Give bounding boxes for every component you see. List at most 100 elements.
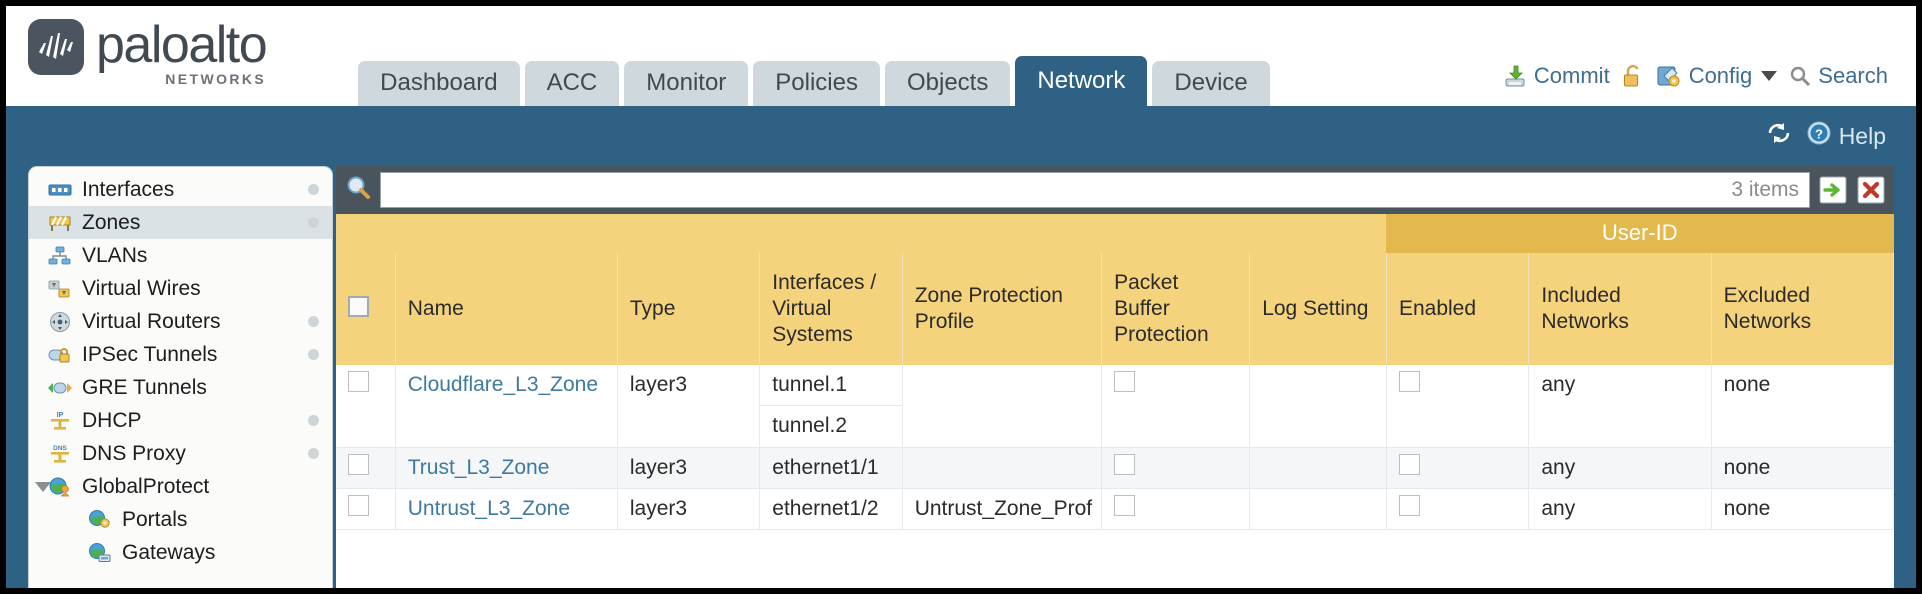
cell-excluded-networks: none bbox=[1711, 447, 1894, 489]
sidebar-item-virtual-routers[interactable]: Virtual Routers bbox=[29, 305, 332, 338]
refresh-icon bbox=[1766, 121, 1792, 151]
packet-buffer-protection-checkbox[interactable] bbox=[1114, 370, 1136, 392]
help-icon: ? bbox=[1806, 120, 1832, 152]
col-header-zone-protection-profile[interactable]: Zone Protection Profile bbox=[902, 252, 1103, 365]
row-checkbox[interactable] bbox=[348, 453, 369, 475]
search-input[interactable] bbox=[391, 178, 1722, 202]
cell-type: layer3 bbox=[617, 364, 761, 448]
config-button[interactable]: Config bbox=[1656, 63, 1778, 89]
search-icon bbox=[1789, 65, 1811, 87]
interfaces-icon bbox=[47, 179, 73, 201]
refresh-button[interactable] bbox=[1766, 121, 1792, 151]
cell-interfaces: tunnel.1 tunnel.2 bbox=[759, 364, 903, 448]
packet-buffer-protection-checkbox[interactable] bbox=[1114, 453, 1136, 475]
sidebar-label: Interfaces bbox=[82, 177, 175, 201]
help-button[interactable]: ? Help bbox=[1806, 120, 1886, 152]
zones-table-wrap: User-ID Name Type Interfaces / Virtual S… bbox=[336, 214, 1894, 588]
cell-log-setting bbox=[1249, 488, 1387, 531]
cell-userid-enabled bbox=[1386, 447, 1530, 489]
status-dot bbox=[308, 349, 319, 360]
status-dot bbox=[308, 184, 319, 195]
dns-proxy-icon: DNS bbox=[47, 443, 73, 465]
sidebar-item-gre-tunnels[interactable]: GRE Tunnels bbox=[29, 371, 332, 404]
sidebar-item-globalprotect[interactable]: GlobalProtect bbox=[29, 470, 332, 503]
row-checkbox[interactable] bbox=[348, 494, 369, 516]
cell-zone-protection-profile bbox=[902, 364, 1103, 448]
chevron-down-icon[interactable] bbox=[1761, 71, 1778, 81]
tab-objects[interactable]: Objects bbox=[884, 60, 1011, 106]
sidebar-label: DNS Proxy bbox=[82, 441, 186, 465]
interface-item: tunnel.1 bbox=[760, 364, 902, 407]
clear-filter-button[interactable] bbox=[1856, 175, 1886, 205]
search-button[interactable]: Search bbox=[1789, 63, 1888, 89]
tab-monitor[interactable]: Monitor bbox=[624, 60, 749, 106]
status-dot bbox=[308, 448, 319, 459]
commit-button[interactable]: Commit bbox=[1503, 63, 1610, 89]
sidebar-item-dns-proxy[interactable]: DNS DNS Proxy bbox=[29, 437, 332, 470]
network-sidebar: Interfaces Zones bbox=[28, 166, 333, 588]
item-count-label: 3 items bbox=[1731, 178, 1799, 201]
select-all-checkbox[interactable] bbox=[348, 296, 369, 318]
brand-logo[interactable]: paloalto NETWORKS bbox=[6, 6, 268, 106]
padlock-unlocked-icon bbox=[1622, 64, 1644, 88]
cell-included-networks: any bbox=[1528, 364, 1712, 448]
userid-enabled-checkbox[interactable] bbox=[1398, 453, 1420, 475]
table-row[interactable]: Untrust_L3_Zone layer3 ethernet1/2 Untru… bbox=[336, 488, 1894, 531]
row-checkbox[interactable] bbox=[348, 370, 369, 392]
sidebar-item-portals[interactable]: Portals bbox=[29, 503, 332, 536]
zone-name-link[interactable]: Cloudflare_L3_Zone bbox=[407, 372, 599, 396]
col-header-name[interactable]: Name bbox=[395, 252, 618, 365]
col-header-log-setting[interactable]: Log Setting bbox=[1249, 252, 1387, 365]
col-header-userid-enabled[interactable]: Enabled bbox=[1386, 252, 1530, 365]
tab-network[interactable]: Network bbox=[1015, 55, 1148, 106]
zone-name-link[interactable]: Untrust_L3_Zone bbox=[407, 496, 571, 520]
config-wrench-icon bbox=[1656, 64, 1682, 88]
col-header-type[interactable]: Type bbox=[617, 252, 761, 365]
sidebar-item-zones[interactable]: Zones bbox=[29, 206, 332, 239]
tab-dashboard[interactable]: Dashboard bbox=[358, 60, 520, 106]
svg-text:?: ? bbox=[1815, 127, 1823, 142]
apply-filter-button[interactable] bbox=[1818, 175, 1848, 205]
sidebar-item-vlans[interactable]: VLANs bbox=[29, 239, 332, 272]
tab-device[interactable]: Device bbox=[1152, 60, 1270, 106]
sidebar-item-interfaces[interactable]: Interfaces bbox=[29, 173, 332, 206]
app-header: paloalto NETWORKS Dashboard ACC Monitor … bbox=[6, 6, 1916, 106]
ipsec-tunnels-icon bbox=[47, 344, 73, 366]
sidebar-item-dhcp[interactable]: IP DHCP bbox=[29, 404, 332, 437]
col-header-interfaces[interactable]: Interfaces / Virtual Systems bbox=[759, 252, 903, 365]
userid-enabled-checkbox[interactable] bbox=[1398, 494, 1420, 516]
col-header-excluded-networks[interactable]: Excluded Networks bbox=[1711, 252, 1894, 365]
cell-type: layer3 bbox=[617, 447, 761, 489]
cell-excluded-networks: none bbox=[1711, 364, 1894, 448]
zones-icon bbox=[47, 212, 73, 234]
col-header-included-networks[interactable]: Included Networks bbox=[1528, 252, 1712, 365]
gateways-icon bbox=[87, 542, 113, 564]
status-dot bbox=[308, 316, 319, 327]
table-row[interactable]: Trust_L3_Zone layer3 ethernet1/1 bbox=[336, 447, 1894, 489]
brand-subtitle: NETWORKS bbox=[165, 70, 267, 87]
cell-packet-buffer-protection bbox=[1101, 447, 1251, 489]
tab-policies[interactable]: Policies bbox=[753, 60, 880, 106]
interface-item: tunnel.2 bbox=[772, 414, 848, 438]
packet-buffer-protection-checkbox[interactable] bbox=[1114, 494, 1136, 516]
interface-item: ethernet1/2 bbox=[772, 496, 879, 520]
chevron-down-icon[interactable] bbox=[35, 481, 51, 492]
cell-interfaces: ethernet1/2 bbox=[759, 488, 903, 531]
sidebar-item-virtual-wires[interactable]: Virtual Wires bbox=[29, 272, 332, 305]
cell-type: layer3 bbox=[617, 488, 761, 531]
cell-packet-buffer-protection bbox=[1101, 364, 1251, 448]
userid-enabled-checkbox[interactable] bbox=[1398, 370, 1420, 392]
lock-button[interactable] bbox=[1622, 64, 1644, 88]
col-header-packet-buffer-protection[interactable]: Packet Buffer Protection bbox=[1101, 252, 1251, 365]
tab-acc[interactable]: ACC bbox=[524, 60, 620, 106]
group-header-spacer bbox=[336, 214, 1387, 253]
sidebar-item-gateways[interactable]: Gateways bbox=[29, 536, 332, 569]
commit-label: Commit bbox=[1533, 63, 1610, 88]
cell-packet-buffer-protection bbox=[1101, 488, 1251, 531]
zone-name-link[interactable]: Trust_L3_Zone bbox=[407, 455, 550, 479]
table-row[interactable]: Cloudflare_L3_Zone layer3 tunnel.1 tunne… bbox=[336, 364, 1894, 448]
search-field-wrap[interactable]: 3 items bbox=[380, 172, 1810, 208]
virtual-routers-icon bbox=[47, 311, 73, 333]
sidebar-item-ipsec-tunnels[interactable]: IPSec Tunnels bbox=[29, 338, 332, 371]
